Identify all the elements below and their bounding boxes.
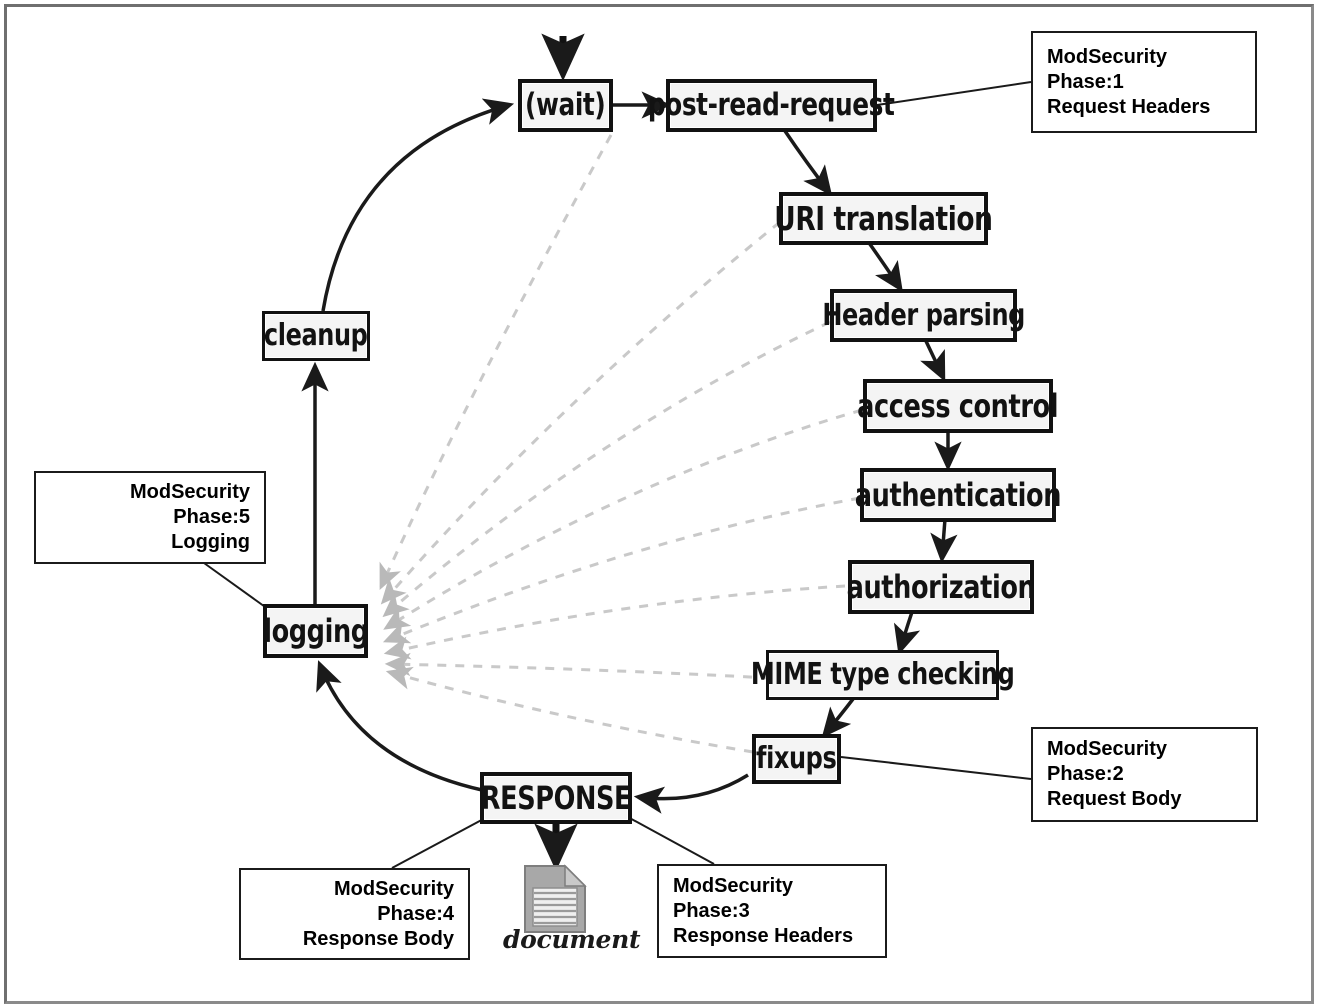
document-label: document xyxy=(503,925,641,954)
callout-phase-5-line-2: Logging xyxy=(171,531,250,553)
node-header-parsing-label: Header parsing xyxy=(822,297,1025,333)
node-authorization[interactable]: authorization xyxy=(846,560,1036,614)
node-cleanup[interactable]: cleanup xyxy=(262,311,370,361)
node-post-read-request-label: post-read-request xyxy=(648,87,895,123)
node-logging[interactable]: logging xyxy=(262,604,369,658)
callout-phase-3: ModSecurity Phase:3 Response Headers xyxy=(657,864,887,958)
node-mime-type-checking[interactable]: MIME type checking xyxy=(751,650,1015,700)
node-uri-translation-label: URI translation xyxy=(774,199,993,238)
callout-phase-1-line-2: Request Headers xyxy=(1047,95,1211,118)
callout-phase-5-line-1: ModSecurity Phase:5 xyxy=(129,481,250,528)
node-logging-label: logging xyxy=(262,612,369,650)
callout-phase-4-line-1: ModSecurity Phase:4 xyxy=(333,877,454,925)
callout-phase-2-line-1: ModSecurity Phase:2 xyxy=(1047,738,1168,785)
document-page-icon xyxy=(524,864,587,933)
callout-phase-1: ModSecurity Phase:1 Request Headers xyxy=(1031,31,1257,133)
node-response[interactable]: RESPONSE xyxy=(480,772,632,824)
node-post-read-request[interactable]: post-read-request xyxy=(648,79,895,132)
node-fixups[interactable]: fixups xyxy=(752,734,841,784)
node-response-label: RESPONSE xyxy=(480,779,632,817)
callout-phase-2-line-2: Request Body xyxy=(1047,788,1182,810)
callout-phase-4-line-2: Response Body xyxy=(302,927,454,950)
node-fixups-label: fixups xyxy=(756,741,837,776)
node-mime-type-checking-label: MIME type checking xyxy=(750,657,1015,692)
node-authentication-label: authentication xyxy=(854,476,1062,514)
node-access-control-label: access control xyxy=(857,387,1059,425)
node-access-control[interactable]: access control xyxy=(858,379,1059,433)
node-wait-label: (wait) xyxy=(525,87,606,123)
callout-phase-3-line-2: Response Headers xyxy=(673,924,854,947)
callout-phase-4: ModSecurity Phase:4 Response Body xyxy=(239,868,470,960)
node-cleanup-label: cleanup xyxy=(264,318,368,353)
node-authorization-label: authorization xyxy=(846,568,1036,606)
node-wait[interactable]: (wait) xyxy=(518,79,613,132)
node-uri-translation[interactable]: URI translation xyxy=(774,192,993,245)
callout-phase-2: ModSecurity Phase:2 Request Body xyxy=(1031,727,1258,822)
callout-phase-3-line-1: ModSecurity Phase:3 xyxy=(673,874,794,922)
callout-phase-5: ModSecurity Phase:5 Logging xyxy=(34,471,266,564)
node-authentication[interactable]: authentication xyxy=(855,468,1062,522)
callout-phase-1-line-1: ModSecurity Phase:1 xyxy=(1047,45,1168,93)
node-header-parsing[interactable]: Header parsing xyxy=(822,289,1025,342)
